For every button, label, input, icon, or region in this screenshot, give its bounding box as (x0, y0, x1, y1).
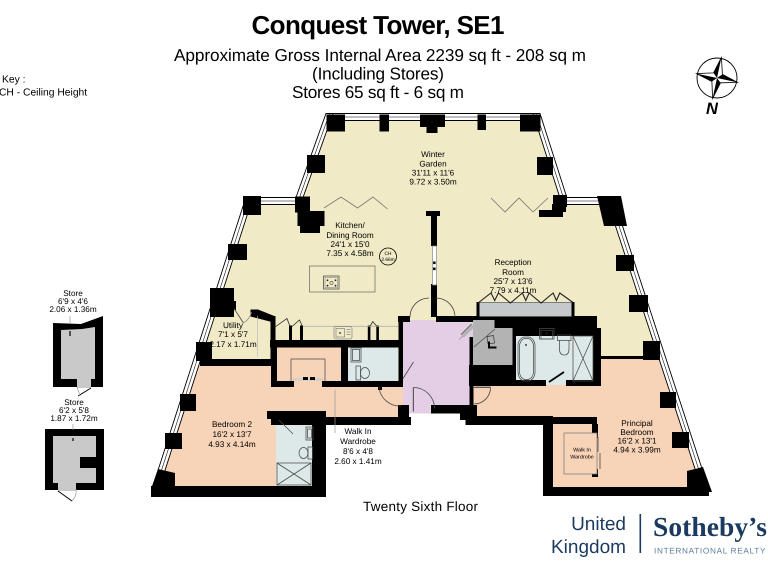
svg-text:Kitchen/: Kitchen/ (335, 221, 365, 230)
svg-text:Key :: Key : (2, 75, 25, 86)
svg-text:INTERNATIONAL REALTY: INTERNATIONAL REALTY (654, 547, 766, 556)
svg-text:Reception: Reception (495, 258, 532, 267)
svg-text:Bedroom: Bedroom (620, 428, 653, 437)
svg-text:Walk In: Walk In (345, 427, 372, 436)
svg-text:31'11 x 11'6: 31'11 x 11'6 (412, 169, 455, 178)
svg-text:1.87 x 1.72m: 1.87 x 1.72m (50, 414, 98, 423)
svg-text:Wardrobe: Wardrobe (570, 455, 593, 461)
svg-text:N: N (706, 100, 719, 118)
svg-text:2.06 x 1.36m: 2.06 x 1.36m (49, 305, 97, 314)
svg-text:Stores 65 sq ft - 6 sq m: Stores 65 sq ft - 6 sq m (292, 82, 464, 102)
svg-text:24'1 x 15'0: 24'1 x 15'0 (330, 240, 370, 249)
svg-text:7'1 x 5'7: 7'1 x 5'7 (218, 330, 248, 339)
svg-text:8'6 x 4'8: 8'6 x 4'8 (343, 447, 373, 456)
svg-text:Twenty Sixth Floor: Twenty Sixth Floor (363, 499, 479, 514)
svg-text:(Including Stores): (Including Stores) (312, 64, 444, 84)
svg-text:Kingdom: Kingdom (551, 537, 626, 558)
svg-text:CH - Ceiling Height: CH - Ceiling Height (0, 88, 87, 99)
svg-text:Sotheby’s: Sotheby’s (653, 511, 767, 542)
svg-text:Conquest Tower, SE1: Conquest Tower, SE1 (252, 10, 505, 40)
svg-text:2.17 x 1.71m: 2.17 x 1.71m (209, 340, 257, 349)
svg-text:6'9 x 4'6: 6'9 x 4'6 (58, 297, 88, 306)
svg-text:Store: Store (64, 398, 84, 407)
svg-text:7.79 x 4.11m: 7.79 x 4.11m (490, 286, 537, 295)
svg-text:CH: CH (385, 251, 392, 257)
svg-text:Dining Room: Dining Room (326, 231, 374, 240)
svg-text:Utility: Utility (223, 321, 244, 330)
svg-text:2.60 x 1.41m: 2.60 x 1.41m (334, 457, 382, 466)
svg-text:Principal: Principal (621, 419, 653, 428)
svg-text:9.72 x 3.50m: 9.72 x 3.50m (409, 178, 457, 187)
svg-text:25'7 x 13'6: 25'7 x 13'6 (493, 277, 533, 286)
svg-text:7.35 x 4.58m: 7.35 x 4.58m (326, 249, 374, 258)
svg-text:4.94 x 3.99m: 4.94 x 3.99m (613, 446, 661, 455)
svg-text:United: United (571, 514, 626, 535)
svg-text:Bedroom 2: Bedroom 2 (212, 420, 252, 429)
svg-text:Room: Room (502, 268, 524, 277)
svg-text:Store: Store (63, 289, 83, 298)
svg-text:6'2 x 5'8: 6'2 x 5'8 (59, 406, 89, 415)
svg-text:4.93 x 4.14m: 4.93 x 4.14m (208, 440, 256, 449)
svg-text:16'2 x 13'1: 16'2 x 13'1 (617, 437, 657, 446)
svg-text:16'2 x 13'7: 16'2 x 13'7 (212, 430, 252, 439)
svg-text:Approximate Gross Internal Are: Approximate Gross Internal Area 2239 sq … (174, 45, 586, 65)
svg-text:Winter: Winter (421, 150, 445, 159)
svg-text:Walk In: Walk In (573, 448, 591, 454)
svg-text:Wardrobe: Wardrobe (340, 437, 376, 446)
svg-text:2.66m: 2.66m (381, 257, 394, 263)
svg-text:Garden: Garden (419, 160, 447, 169)
